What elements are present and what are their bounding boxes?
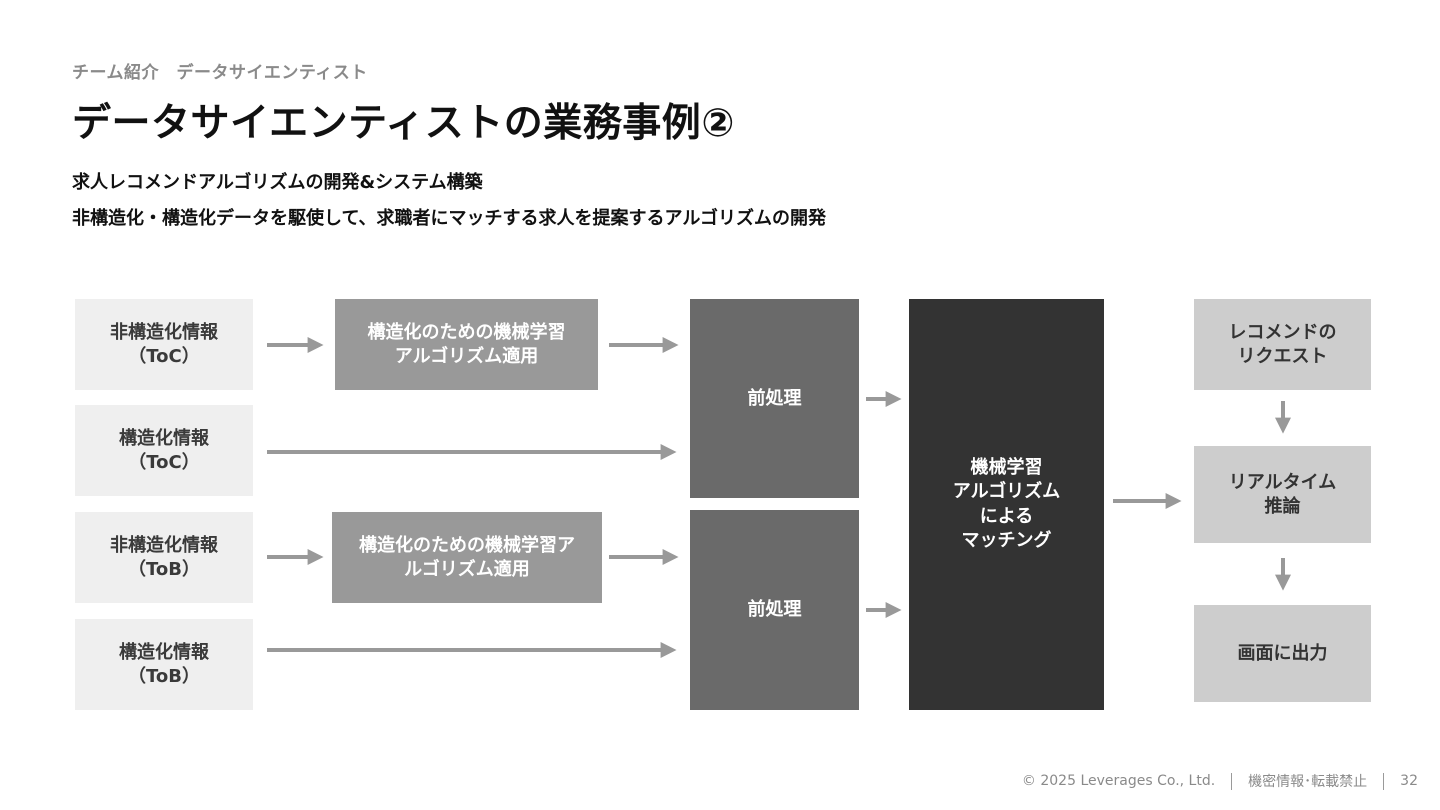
input-structured-toc-label: 構造化情報 （ToC）: [119, 428, 209, 473]
step-recommend-request: レコメンドの リクエスト: [1194, 299, 1371, 390]
footer: © 2025 Leverages Co., Ltd. 機密情報･転載禁止 32: [1022, 771, 1418, 791]
input-unstructured-tob-label: 非構造化情報 （ToB）: [110, 535, 218, 580]
input-structured-tob-label: 構造化情報 （ToB）: [119, 642, 209, 687]
step-realtime-inference-label: リアルタイム 推論: [1228, 472, 1337, 517]
step-realtime-inference: リアルタイム 推論: [1194, 446, 1371, 543]
preprocess-tob: 前処理: [690, 510, 859, 710]
ml-matching-core-label: 機械学習 アルゴリズム による マッチング: [952, 456, 1061, 551]
step-output-screen: 画面に出力: [1194, 605, 1371, 702]
ml-structuring-toc: 構造化のための機械学習 アルゴリズム適用: [335, 299, 598, 390]
footer-divider: [1383, 772, 1385, 790]
input-structured-tob: 構造化情報 （ToB）: [75, 619, 253, 710]
ml-structuring-tob-label: 構造化のための機械学習ア ルゴリズム適用: [359, 535, 575, 580]
step-recommend-request-label: レコメンドの リクエスト: [1228, 322, 1337, 367]
confidential-notice: 機密情報･転載禁止: [1248, 774, 1368, 790]
page-title: データサイエンティストの業務事例②: [72, 101, 735, 146]
section-eyebrow: チーム紹介 データサイエンティスト: [72, 63, 368, 83]
preprocess-tob-label: 前処理: [747, 599, 802, 621]
page-number: 32: [1400, 773, 1418, 789]
input-unstructured-toc-label: 非構造化情報 （ToC）: [110, 322, 218, 367]
input-unstructured-tob: 非構造化情報 （ToB）: [75, 512, 253, 603]
subtitle-description: 非構造化・構造化データを駆使して、求職者にマッチする求人を提案するアルゴリズムの…: [72, 208, 827, 229]
ml-structuring-toc-label: 構造化のための機械学習 アルゴリズム適用: [367, 322, 566, 367]
copyright-text: © 2025 Leverages Co., Ltd.: [1021, 773, 1216, 789]
step-output-screen-label: 画面に出力: [1237, 642, 1328, 664]
input-unstructured-toc: 非構造化情報 （ToC）: [75, 299, 253, 390]
ml-structuring-tob: 構造化のための機械学習ア ルゴリズム適用: [332, 512, 602, 603]
input-structured-toc: 構造化情報 （ToC）: [75, 405, 253, 496]
ml-matching-core: 機械学習 アルゴリズム による マッチング: [909, 299, 1104, 710]
preprocess-toc: 前処理: [690, 299, 859, 498]
preprocess-toc-label: 前処理: [747, 387, 802, 409]
subtitle-project: 求人レコメンドアルゴリズムの開発&システム構築: [72, 172, 483, 193]
footer-divider: [1231, 772, 1233, 790]
